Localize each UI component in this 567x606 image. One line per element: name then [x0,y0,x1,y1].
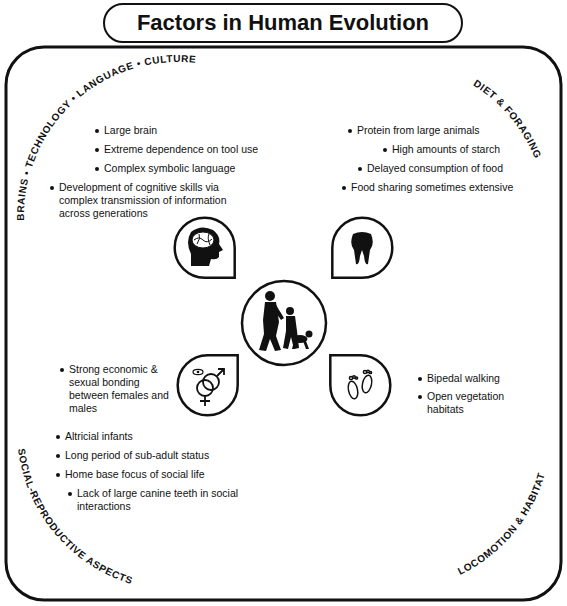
bullet-dot [50,186,54,190]
circle-outline [32,284,325,577]
bullet-text: Long period of sub-adult status [65,449,209,461]
bullet-dot [68,492,72,496]
icon-droplet [162,205,256,299]
bullet-item: Large brain [95,124,245,137]
bullet-dot [95,167,99,171]
bullet-text: Development of cognitive skills via comp… [59,181,226,219]
factor-circle: BRAINS • TECHNOLOGY • LANGUAGE • CULTURE… [30,68,326,364]
bullet-text: Complex symbolic language [104,162,235,174]
bullet-item: Long period of sub-adult status [56,449,241,462]
bullet-text: Bipedal walking [427,372,500,384]
bullet-dot [95,129,99,133]
bullet-text: Food sharing sometimes extensive [351,181,513,193]
circle-outline [244,284,537,577]
bullet-text: Protein from large animals [357,124,480,136]
bullet-dot [418,395,422,399]
bullet-dot [56,454,60,458]
bullet-item: Altricial infants [56,430,216,443]
bullet-text: Altricial infants [65,430,133,442]
factor-circle: SOCIAL-REPRODUCTIVE ASPECTSStrong econom… [30,282,326,578]
bullet-item: Strong economic & sexual bonding between… [60,363,172,416]
center-circle [242,281,326,365]
bullet-dot [56,435,60,439]
circle-outline [32,70,325,363]
bullet-dot [342,186,346,190]
bullet-text: High amounts of starch [392,143,500,155]
brain-head-icon [188,227,223,266]
bullet-text: Large brain [104,124,157,136]
bullet-text: Open vegetation habitats [427,390,504,415]
bullet-item: Open vegetation habitats [418,390,526,416]
bullet-item: Home base focus of social life [56,468,241,481]
hominid-figures [259,291,313,351]
title: Factors in Human Evolution [137,10,429,36]
bullet-dot [348,129,352,133]
icon-droplet [309,334,403,428]
gender-icon [193,369,224,406]
bullet-dot [56,473,60,477]
circle-outline [246,70,539,363]
bullet-text: Home base focus of social life [65,468,204,480]
circle-heading: LOCOMOTION & HABITAT [456,471,547,577]
tooth-icon [351,232,373,264]
icon-droplet [165,334,259,428]
heading-layer: DIET & FORAGING [244,68,540,364]
icon-droplet [311,205,405,299]
bullet-dot [418,377,422,381]
circle-outline [242,282,538,578]
bullet-dot [95,148,99,152]
outer-frame [6,47,561,600]
bullet-text: Strong economic & sexual bonding between… [69,363,169,414]
bullet-text: Extreme dependence on tool use [104,143,258,155]
bullet-dot [358,167,362,171]
bullet-item: Delayed consumption of food [358,162,523,175]
bullet-item: Extreme dependence on tool use [95,143,263,156]
bullet-text: Lack of large canine teeth in social int… [77,487,238,512]
bullet-item: Development of cognitive skills via comp… [50,181,242,220]
bullet-dot [383,148,387,152]
title-box: Factors in Human Evolution [103,3,463,43]
bullet-item: Complex symbolic language [95,162,255,175]
bullet-item: Lack of large canine teeth in social int… [68,487,240,513]
bullet-item: Bipedal walking [418,372,538,385]
factor-circle: LOCOMOTION & HABITATBipedal walkingOpen … [242,282,538,578]
bullet-text: Delayed consumption of food [367,162,503,174]
circle-outline [244,68,540,364]
bullet-item: Protein from large animals [348,124,518,137]
bullet-item: High amounts of starch [383,143,518,156]
bullet-dot [60,368,64,372]
footprints-icon [347,370,374,400]
heading-layer: LOCOMOTION & HABITAT [242,282,538,578]
factor-circle: DIET & FORAGINGProtein from large animal… [244,68,540,364]
bullet-item: Food sharing sometimes extensive [342,181,530,194]
